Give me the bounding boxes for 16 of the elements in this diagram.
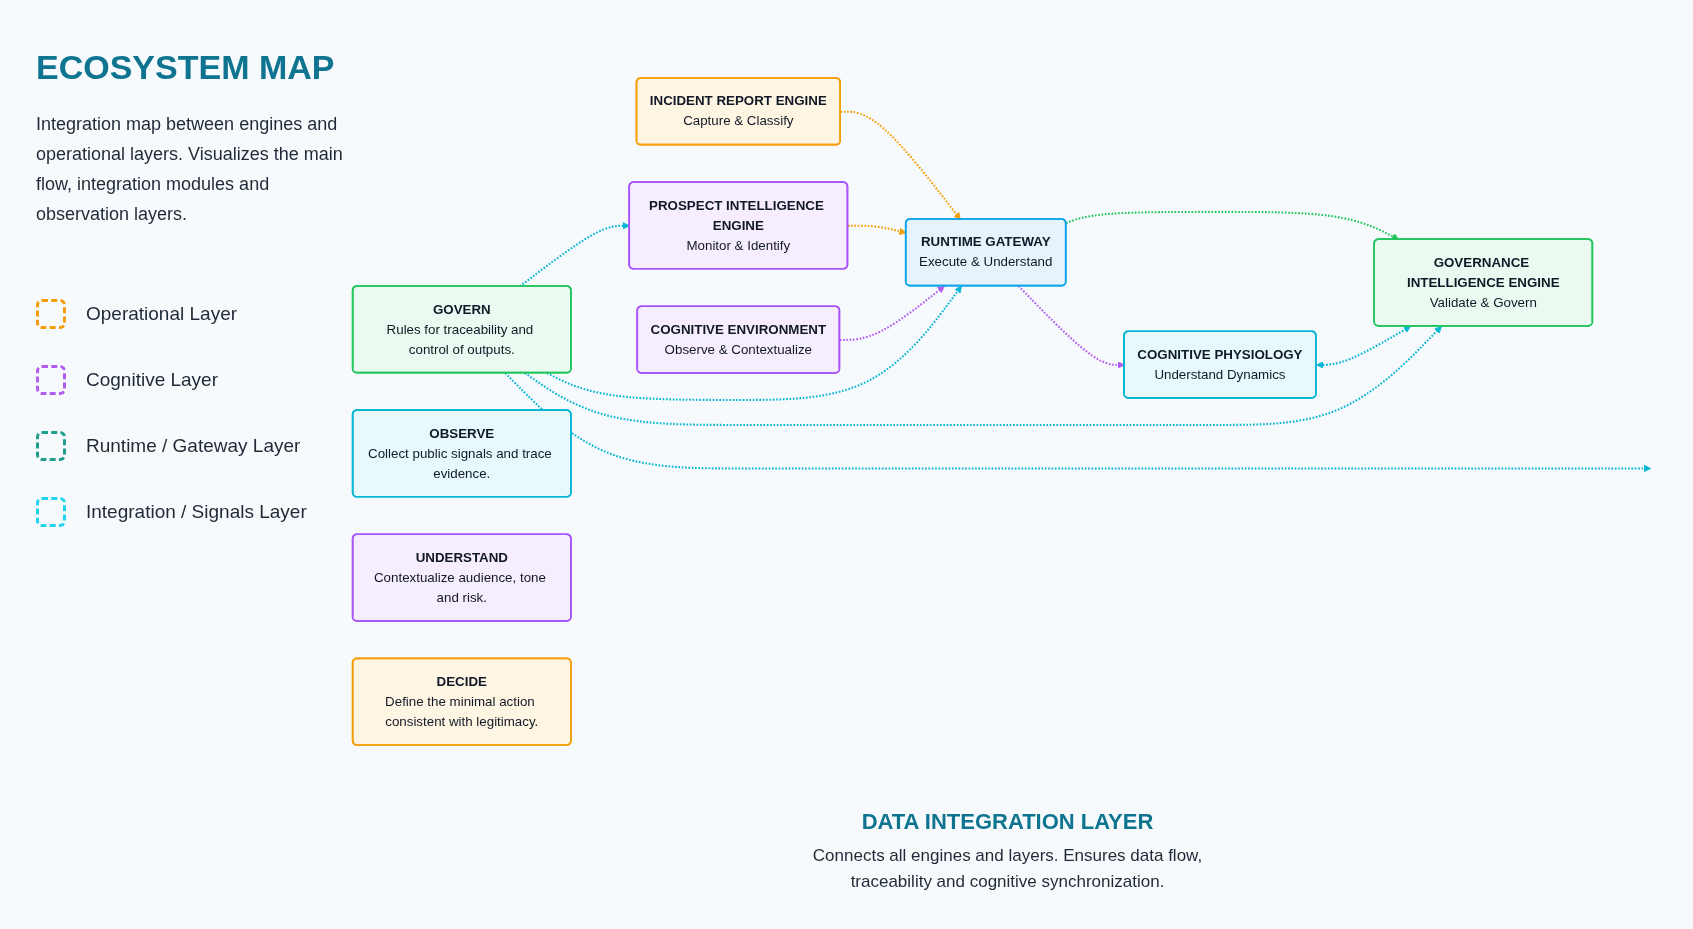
diagram-title: ECOSYSTEM MAP <box>36 48 335 87</box>
arrow <box>1316 325 1411 369</box>
arrow <box>524 325 1442 426</box>
arrow <box>1065 210 1400 240</box>
arrow <box>840 110 961 220</box>
arrow <box>504 372 1651 473</box>
section-description: Connects all engines and layers. Ensures data flow, traceability and cognitive synchronization. <box>811 845 1204 893</box>
legend-label: Cognitive Layer <box>86 369 219 391</box>
legend-label: Integration / Signals Layer <box>86 501 307 523</box>
legend-label: Operational Layer <box>86 303 238 325</box>
section-heading: DATA INTEGRATION LAYER <box>861 809 1154 835</box>
arrow <box>519 222 630 288</box>
arrow <box>546 285 962 401</box>
legend-label: Runtime / Gateway Layer <box>86 435 301 457</box>
description-text: Integration map between engines and operational layers. Visualizes the main flow, integration modules and observation layers. <box>36 113 344 226</box>
arrow <box>1017 285 1125 369</box>
